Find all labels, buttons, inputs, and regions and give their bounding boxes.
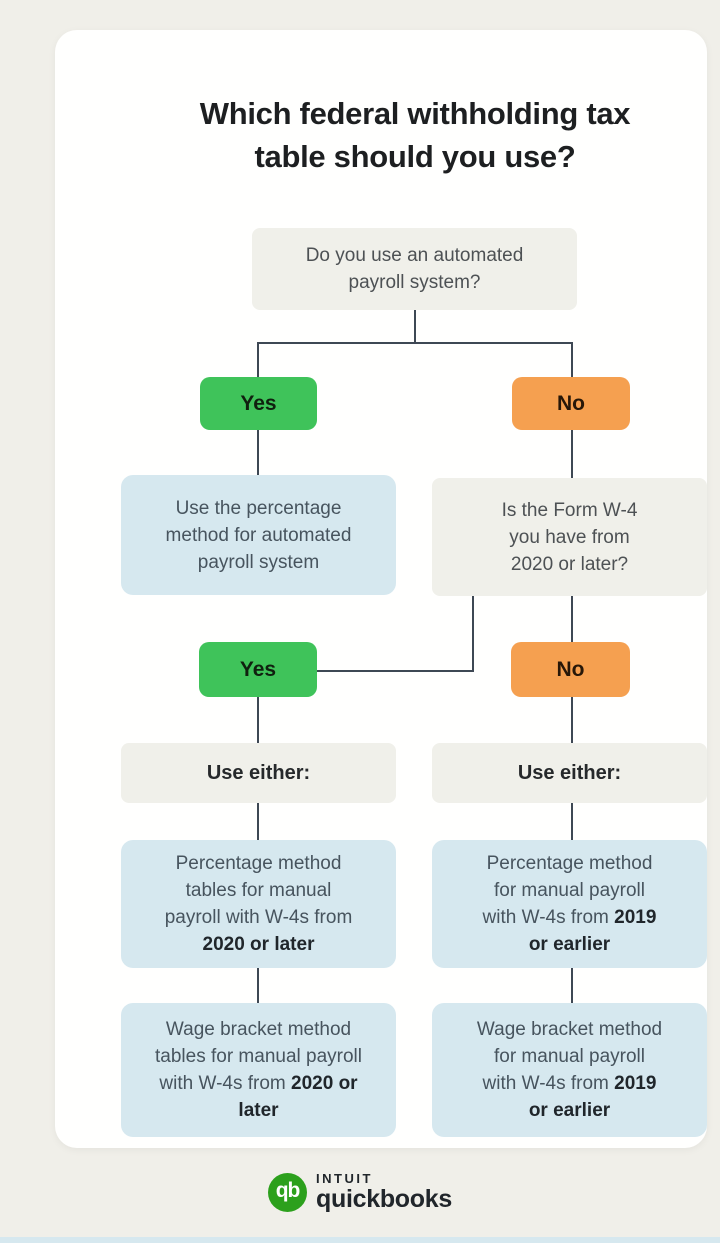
result-wage-bracket-2020-text: Wage bracket method tables for manual pa… [155, 1019, 362, 1121]
quickbooks-monogram: qb [275, 1179, 301, 1202]
connector-no2-down [571, 697, 573, 743]
branch-no-w4-2020: No [511, 642, 630, 697]
branch-no-automated-label: No [557, 391, 585, 415]
branch-yes-automated-label: Yes [240, 391, 277, 415]
bottom-strip [0, 1237, 720, 1243]
connector-yes2-down [257, 697, 259, 743]
use-either-right: Use either: [432, 743, 707, 803]
quickbooks-icon: qb [268, 1172, 308, 1212]
connector-to-no1 [571, 342, 573, 377]
use-either-right-text: Use either: [517, 761, 622, 784]
connector-wage-l-up [257, 968, 259, 1003]
intuit-quickbooks-logo: qb INTUIT quickbooks [0, 1172, 720, 1212]
use-either-left-text: Use either: [206, 761, 311, 784]
result-wage-bracket-2020: Wage bracket method tables for manual pa… [121, 1003, 396, 1137]
branch-yes-w4-2020-label: Yes [239, 657, 277, 681]
connector-either-l-up [257, 803, 259, 840]
connector-either-r-up [571, 803, 573, 840]
use-either-left: Use either: [121, 743, 396, 803]
content-card: Which federal withholding tax table shou… [55, 30, 707, 1148]
page-title: Which federal withholding tax table shou… [199, 96, 631, 174]
quickbooks-wordmark: quickbooks [316, 1185, 452, 1213]
connector-no1-down [571, 430, 573, 478]
branch-no-automated: No [512, 377, 630, 430]
connector-wage-r-up [571, 968, 573, 1003]
branch-yes-automated: Yes [200, 377, 317, 430]
connector-q2-to-no2 [571, 596, 573, 642]
result-percentage-method-2019-text: Percentage method for manual payroll wit… [482, 853, 657, 955]
connector-elbow-to-yes2 [317, 670, 474, 672]
result-automated-percentage-method: Use the percentage method for automated … [121, 475, 396, 595]
result-automated-percentage-method-text: Use the percentage method for automated … [165, 497, 352, 573]
result-wage-bracket-2019-text: Wage bracket method for manual payroll w… [476, 1019, 663, 1121]
question-w4-year: Is the Form W-4 you have from 2020 or la… [432, 478, 707, 596]
result-percentage-method-2020: Percentage method tables for manual payr… [121, 840, 396, 968]
question-w4-year-text: Is the Form W-4 you have from 2020 or la… [501, 499, 638, 575]
connector-to-yes1 [257, 342, 259, 377]
result-wage-bracket-2019: Wage bracket method for manual payroll w… [432, 1003, 707, 1137]
brand-wordmark: INTUIT quickbooks [316, 1172, 452, 1212]
branch-no-w4-2020-label: No [556, 657, 585, 681]
result-percentage-method-2020-text: Percentage method tables for manual payr… [164, 853, 353, 955]
connector-yes1-down [257, 430, 259, 475]
connector-q2-left-down [472, 596, 474, 672]
question-automated-payroll-text: Do you use an automated payroll system? [305, 245, 524, 293]
connector-split-bar [257, 342, 573, 344]
connector-q1-down [414, 310, 416, 343]
intuit-wordmark: INTUIT [316, 1171, 373, 1186]
question-automated-payroll: Do you use an automated payroll system? [252, 228, 577, 310]
result-percentage-method-2019: Percentage method for manual payroll wit… [432, 840, 707, 968]
branch-yes-w4-2020: Yes [199, 642, 317, 697]
